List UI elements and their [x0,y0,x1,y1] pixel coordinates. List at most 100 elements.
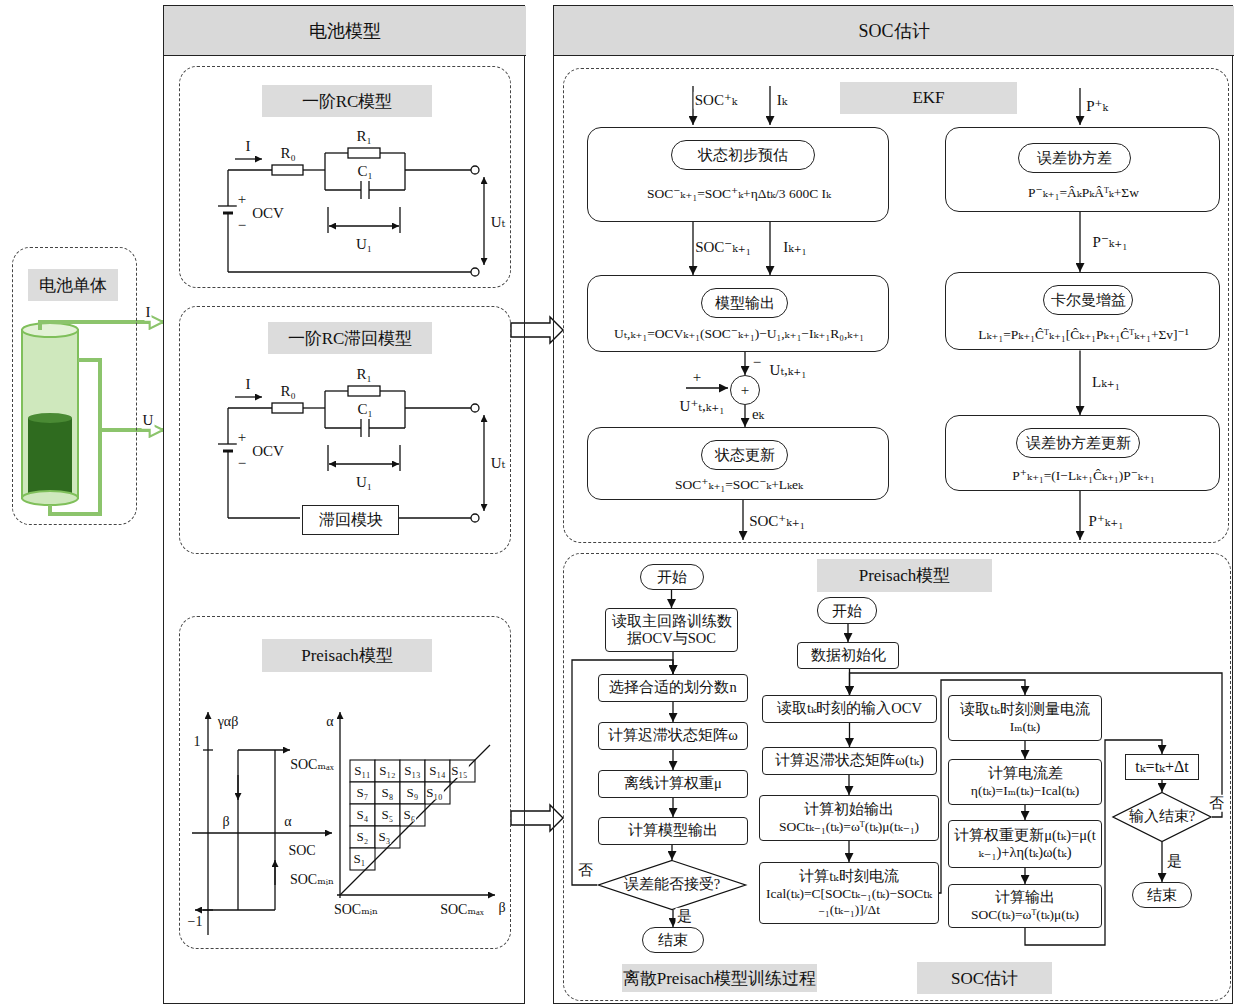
step-title: 状态初步预估 [671,140,815,170]
symbol-label: SOCₘᵢₙ [333,902,379,917]
node-text: 误差协方差 [1037,149,1112,167]
symbol-label: I [245,138,252,155]
process-box: 卡尔曼增益Lₖ₊₁=Pₖ₊₁Ĉᵀₖ₊₁[Ĉₖ₊₁Pₖ₊₁Ĉᵀₖ₊₁+Σv]⁻¹ [945,272,1220,350]
formula-text: Uₜ,ₖ₊₁=OCVₖ₊₁(SOC⁻ₖ₊₁)−U₁,ₖ₊₁−Iₖ₊₁R₀,ₖ₊₁ [593,326,885,343]
flow-arrow [849,723,850,747]
flow-arrow [1079,350,1080,415]
symbol-label: SOC⁺ₖ₊₁ [748,513,806,530]
grid-cell [350,760,375,782]
node-text: Ical(tₖ)=C[SOCtₖ₋₁(tₖ)−SOCtₖ₋₁(tₖ₋₁)]/Δt [765,886,933,918]
node-text: 结束 [1147,886,1177,904]
symbol-label: R₁ [355,366,372,383]
process-box: 数据初始化 [797,642,899,669]
model-frame: 滞回模块一阶RC滞回模型 [179,306,511,554]
symbol-label: + [692,369,702,386]
flow-arrow [1024,741,1025,759]
process-box: 计算迟滞状态矩阵ω(tₖ) [762,747,937,775]
symbol-label: P⁺ₖ [1085,98,1109,115]
cell-label: S₁₀ [425,786,443,800]
symbol-label: α [325,714,334,729]
grid-cell [375,826,400,848]
edge-label: Uₜ,ₖ₊₁ [769,362,808,379]
cell-label: S₈ [381,786,395,800]
node-text: 数据初始化 [811,647,886,664]
flow-arrow [672,750,673,770]
process-box: tₖ=tₖ+Δt [1125,754,1199,780]
node-text: 结束 [658,931,688,949]
edge-label: P⁻ₖ₊₁ [1092,234,1129,251]
symbol-label: SOCₘₐₓ [289,757,335,772]
battery-cell [22,322,137,514]
symbol-label: − [752,354,762,371]
node-text: Iₘ(tₖ) [1010,719,1040,735]
rc-hysteresis-circuit [218,386,484,522]
symbol-label: β [497,900,506,915]
symbol-label: R₀ [279,383,296,400]
edge-label: SOC⁻ₖ₊₁ [694,239,752,256]
cell-label: S₁ [353,852,367,866]
symbol-label: U₁ [355,474,373,491]
node-text: 选择合适的划分数n [609,679,736,696]
edge-label: Iₖ₊₁ [782,239,808,256]
formula-text: SOC⁺ₖ₊₁=SOC⁻ₖ+Lₖeₖ [595,477,883,494]
cell-label: S₅ [381,808,395,822]
step-title: 模型输出 [701,288,788,318]
node-text: tₖ=tₖ+Δt [1135,757,1188,776]
node-text: 误差协方差更新 [1026,434,1131,452]
signal-arrow [137,320,163,324]
edge-label: 否 [1208,795,1225,812]
model-frame: 一阶RC模型 [179,66,511,288]
node-text: 模型输出 [715,294,775,312]
preisach-triangle [337,712,495,898]
node-text: 滞回模块 [319,510,383,529]
symbol-label: + [237,429,247,446]
decision-diamond: 误差能否接受? [597,860,747,910]
column-panel: 状态初步预估 SOC⁻ₖ₊₁=SOC⁺ₖ+ηΔtₖ/3 600C Iₖ 模型输出 Uₜ… [553,5,1233,1004]
symbol-label: β [221,814,230,829]
flow-arrow [1161,842,1162,882]
terminal: 结束 [642,927,704,953]
node-text: 计算电流差 [988,765,1063,782]
symbol-label: R₁ [355,128,372,145]
node-text: 计算tₖ时刻电流 [799,868,898,885]
grid-cell [375,760,400,782]
preisach-region: 开始读取主回路训练数据OCV与SOC选择合适的划分数n计算迟滞状态矩阵ω离线计算… [563,553,1231,1001]
grid-cell [425,782,450,804]
hysteron-plot [192,712,332,935]
section-label: 一阶RC模型 [262,85,432,117]
process-box: 状态更新SOC⁺ₖ₊₁=SOC⁻ₖ+Lₖeₖ [587,427,889,500]
symbol-label: α [283,814,292,829]
flow-arrow [671,590,672,608]
edge-label: Lₖ₊₁ [1091,374,1121,391]
flow-arrow [672,702,673,722]
process-box: 误差协方差P⁻ₖ₊₁=ÂₖPₖÂᵀₖ+Σw [945,127,1220,212]
node-text: SOCtₖ₋₁(tₖ)=ωᵀ(tₖ)μ(tₖ₋₁) [779,819,919,835]
formula-text: SOC⁻ₖ₊₁=SOC⁺ₖ+ηΔtₖ/3 600C Iₖ [595,186,883,203]
node-text: 读取tₖ时刻的输入OCV [777,700,922,717]
grid-cell [400,760,425,782]
symbol-label: − [237,217,247,234]
node-text: 读取主回路训练数据OCV与SOC [611,613,732,648]
hysteresis-block: 滞回模块 [302,505,399,535]
node-text: 读取tₖ时刻测量电流 [960,701,1089,718]
node-text: 输入结束? [1129,808,1195,825]
edge-label: eₖ [751,406,765,423]
flow-arrow [1024,805,1025,820]
node-text: 误差能否接受? [624,876,720,893]
step-title: 误差协方差 [1018,143,1131,173]
block-arrow [511,805,563,831]
flow-arrow [672,910,673,927]
cell-label: S₇ [356,786,370,800]
symbol-label: − [237,455,247,472]
cell-label: S₁₄ [428,764,446,778]
flow-arrow [744,405,745,427]
preisach-grid [350,760,475,870]
process-box: 计算权重更新μ(tₖ)=μ(tₖ₋₁)+λη(tₖ)ω(tₖ) [948,820,1102,868]
section-label: SOC估计 [554,6,1234,56]
node-text: 卡尔曼增益 [1051,291,1126,309]
symbol-label: + [237,191,247,208]
flow-arrow [672,798,673,817]
decision-diamond: 输入结束? [1112,792,1212,842]
node-text: 开始 [832,602,862,620]
node-text: 计算模型输出 [628,822,718,839]
